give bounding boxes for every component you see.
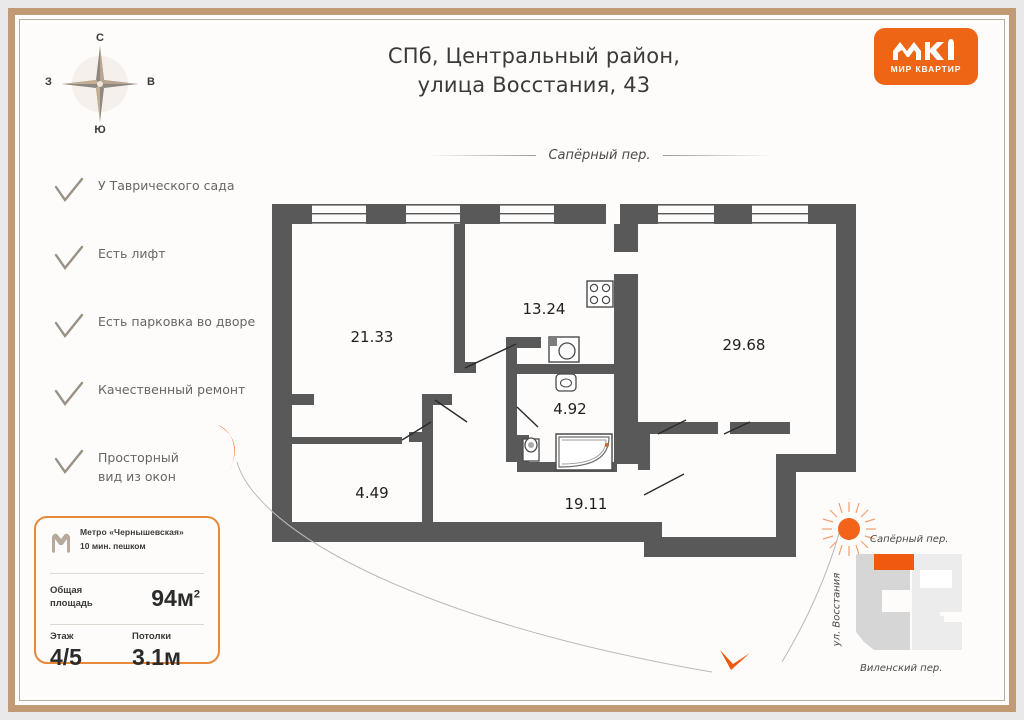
room-area-label: 19.11 <box>565 495 608 513</box>
ceiling-block: Потолки 3.1м <box>122 625 204 677</box>
check-icon <box>54 246 84 270</box>
feature-label: У Таврического сада <box>98 178 235 193</box>
room-area-label: 4.49 <box>355 484 388 502</box>
title-line-2: улица Восстания, 43 <box>417 72 651 97</box>
feature-label: Просторный вид из окон <box>98 448 278 487</box>
total-area-number: 94м <box>151 584 194 611</box>
check-icon <box>54 450 84 474</box>
fixtures <box>522 280 614 471</box>
room-area-label: 13.24 <box>523 300 566 318</box>
minimap-street-top: Сапёрный пер. <box>870 534 949 545</box>
feature-label-line-2: вид из окон <box>98 469 176 485</box>
toilet-icon <box>522 437 540 462</box>
sun-icon <box>820 500 878 558</box>
feature-item: Есть лифт <box>40 238 280 306</box>
compass-label-east: В <box>147 76 155 88</box>
room-area-label: 29.68 <box>723 336 766 354</box>
total-area-row: Общая площадь 94м2 <box>36 574 218 622</box>
location-minimap: Сапёрный пер. ул. Восстания Виленский пе… <box>822 522 1002 682</box>
total-area-label-line2: площадь <box>50 598 93 609</box>
feature-label-line-1: Просторный <box>98 450 179 465</box>
page-title: СПб, Центральный район, улица Восстания,… <box>322 42 746 100</box>
minimap-street-left: ул. Восстания <box>831 572 843 647</box>
orange-arrow-chevron <box>720 650 750 670</box>
feature-item: У Таврического сада <box>40 170 280 238</box>
stove-icon <box>586 280 614 308</box>
feature-label: Есть лифт <box>98 246 166 261</box>
feature-item: Просторный вид из окон <box>40 442 280 510</box>
feature-item: Есть парковка во дворе <box>40 306 280 374</box>
street-banner-top: Сапёрный пер. <box>427 144 772 166</box>
compass-rose: С В Ю З <box>44 28 156 136</box>
banner-line-left <box>427 154 537 156</box>
logo-text: МИР КВАРТИР <box>890 64 962 74</box>
property-info-card: Метро «Чернышевская» 10 мин. пешком Обща… <box>34 516 220 670</box>
banner-line-right <box>662 154 772 156</box>
check-icon <box>54 382 84 406</box>
floor-plan: 21.33 13.24 29.68 4.92 4.49 19.11 <box>254 182 874 572</box>
metro-info: Метро «Чернышевская» 10 мин. пешком <box>36 518 218 571</box>
total-area-label-line1: Общая <box>50 585 83 597</box>
floor-ceiling-row: Этаж 4/5 Потолки 3.1м <box>36 625 218 677</box>
check-icon <box>54 314 84 338</box>
street-name-top: Сапёрный пер. <box>548 147 651 163</box>
feature-label: Есть парковка во дворе <box>98 314 256 329</box>
total-area-value: 94м2 <box>128 585 204 612</box>
compass-label-west: З <box>45 76 52 88</box>
sheet: С В Ю З СПб, Центральный район, улица Во… <box>22 22 1002 698</box>
floor-label: Этаж <box>50 631 74 642</box>
compass-label-south: Ю <box>94 124 106 136</box>
metro-station-name: Метро «Чернышевская» <box>80 527 184 537</box>
card-divider <box>50 573 204 574</box>
total-area-superscript: 2 <box>193 587 200 600</box>
brand-logo[interactable]: МИР КВАРТИР <box>874 28 978 85</box>
floor-value: 4/5 <box>50 644 82 670</box>
sink-icon <box>555 373 577 392</box>
spb-metro-icon <box>52 533 70 553</box>
metro-walk-time: 10 мин. пешком <box>80 541 146 551</box>
washing-machine-icon <box>548 336 580 363</box>
minimap-street-bottom: Виленский пер. <box>860 663 943 674</box>
check-icon <box>54 178 84 202</box>
ceiling-label: Потолки <box>132 631 172 642</box>
compass-label-north: С <box>96 32 104 44</box>
title-line-1: СПб, Центральный район, <box>387 44 681 68</box>
minimap-highlight <box>874 554 914 570</box>
feature-checklist: У Таврического сада Есть лифт Есть парко… <box>40 170 280 510</box>
feature-item: Качественный ремонт <box>40 374 280 442</box>
total-area-label: Общая площадь <box>50 585 128 611</box>
mk-monogram-icon <box>893 39 954 60</box>
feature-label: Качественный ремонт <box>98 382 246 397</box>
room-area-label: 21.33 <box>351 328 394 346</box>
room-area-label: 4.92 <box>553 400 586 418</box>
minimap-building-shape <box>856 554 962 650</box>
ceiling-value: 3.1м <box>132 644 181 670</box>
card-divider <box>50 624 204 625</box>
corner-bathtub-icon <box>555 433 613 471</box>
floor-block: Этаж 4/5 <box>50 625 122 677</box>
